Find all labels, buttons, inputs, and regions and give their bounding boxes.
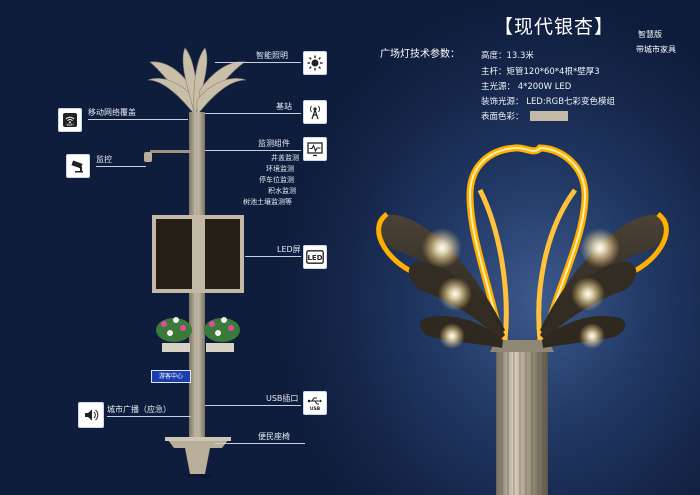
cctv-camera-icon <box>66 154 90 178</box>
monitor-item: 环境监测 <box>266 165 294 173</box>
sun-icon <box>303 51 327 75</box>
monitor-item: 积水监测 <box>268 187 296 195</box>
spec-pole: 主杆：矩管120*60*4根*壁厚3 <box>481 67 600 77</box>
spec-height: 高度：13.3米 <box>481 51 534 61</box>
spec-deco-light: 装饰光源： LED:RGB七彩变色模组 <box>481 97 616 107</box>
page-title: 【现代银杏】 <box>494 16 615 38</box>
heartbeat-monitor-icon <box>303 137 327 161</box>
monitor-item: 井盖监测 <box>271 154 299 162</box>
label-wifi: 移动网络覆盖 <box>88 108 136 117</box>
spec-light: 主光源： 4*200W LED <box>481 82 572 92</box>
signal-tower-icon <box>303 100 327 124</box>
spec-color-label: 表面色彩： <box>481 112 524 122</box>
svg-text:WiFi: WiFi <box>66 123 73 127</box>
svg-text:USB: USB <box>310 406 321 411</box>
label-base-station: 基站 <box>276 102 292 111</box>
wifi-icon: WiFi <box>58 108 82 132</box>
flower-boxes <box>156 317 240 352</box>
monitor-item: 停车位监测 <box>259 176 294 184</box>
label-usb: USB插口 <box>266 394 299 403</box>
label-smart-lighting: 智能照明 <box>256 51 288 60</box>
lamp-pole <box>496 345 548 495</box>
label-monitor-module: 监测组件 <box>258 139 290 148</box>
visitor-center-sign: 游客中心 <box>151 370 191 383</box>
monitor-item: 树池土壤监测等 <box>243 198 292 206</box>
label-cctv: 监控 <box>96 155 112 164</box>
brand-label: 带城市家具 <box>636 45 676 54</box>
label-bench: 便民座椅 <box>258 432 290 441</box>
specs-heading: 广场灯技术参数： <box>380 49 460 60</box>
label-broadcast: 城市广播（应急） <box>107 405 171 414</box>
led-screen-icon: LED <box>303 245 327 269</box>
usb-icon: USB <box>303 391 327 415</box>
surface-color-swatch <box>530 111 568 121</box>
svg-text:LED: LED <box>307 254 322 262</box>
edition-label: 智慧版 <box>638 30 662 39</box>
speaker-icon <box>78 402 104 428</box>
label-led-screen: LED屏 <box>277 245 301 254</box>
